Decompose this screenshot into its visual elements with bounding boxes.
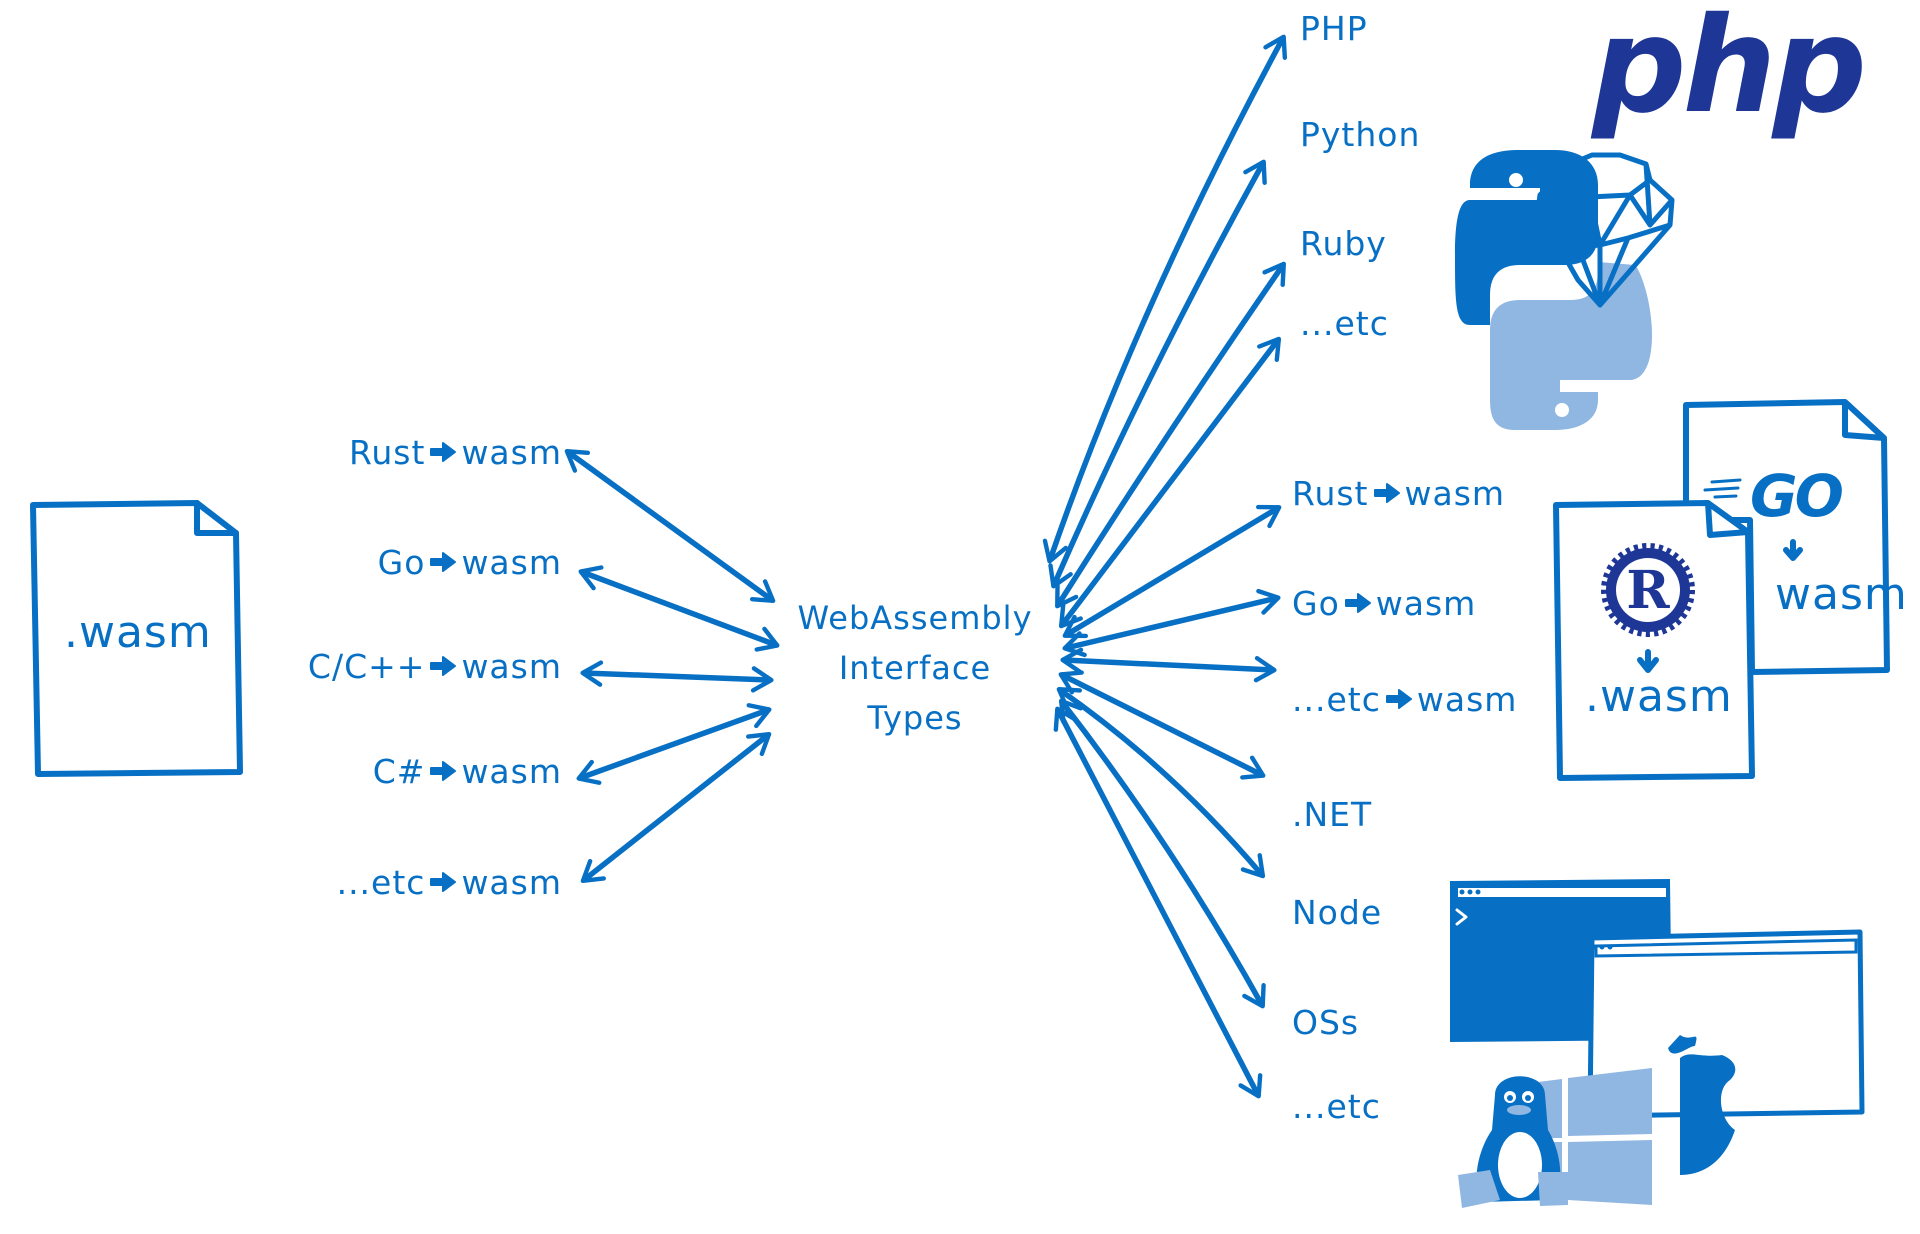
from-lang: Go	[1292, 584, 1340, 623]
hub-label-line: Interface	[838, 649, 992, 687]
to-target: wasm	[1404, 474, 1506, 513]
apple-logo-icon	[1668, 1035, 1736, 1175]
to-target: wasm	[461, 863, 562, 902]
browser-window-icon	[1587, 929, 1865, 1119]
left-source-item: C/C++ wasm	[308, 650, 562, 683]
bidirectional-arrow	[1048, 159, 1267, 589]
source-wasm-file-icon	[30, 500, 243, 777]
left-arrow-group	[564, 448, 780, 884]
bidirectional-arrow	[1062, 504, 1282, 639]
language-label: PHP	[1300, 9, 1368, 48]
right-arrow-icon	[430, 551, 457, 572]
bidirectional-arrow	[578, 565, 780, 652]
right-arrow-group	[1042, 34, 1288, 1099]
right-arrow-icon	[430, 441, 457, 462]
hub-label-line: WebAssembly	[797, 599, 1033, 637]
php-logo-icon: php	[1592, 0, 1867, 143]
source-file-label: .wasm	[64, 607, 212, 658]
right-arrow-icon	[430, 760, 457, 781]
bidirectional-arrow	[1053, 706, 1263, 1099]
language-label: Ruby	[1300, 224, 1387, 263]
language-item: ...etc	[1300, 307, 1389, 340]
left-source-item: ...etc wasm	[337, 866, 562, 899]
runtime-label: .NET	[1292, 795, 1373, 834]
rust-doc-label: .wasm	[1585, 671, 1733, 722]
bidirectional-arrow	[576, 703, 772, 785]
from-lang: Go	[377, 543, 426, 582]
language-label: ...etc	[1300, 304, 1389, 343]
bidirectional-arrow	[1062, 588, 1281, 658]
python-logo-icon	[1455, 150, 1652, 430]
runtime-label: OSs	[1292, 1003, 1360, 1042]
from-lang: ...etc	[1292, 680, 1381, 719]
wasm-module-item: Rust wasm	[1292, 477, 1505, 510]
ruby-gem-icon	[1535, 152, 1675, 308]
to-target: wasm	[1416, 680, 1518, 719]
language-item: Python	[1300, 118, 1420, 151]
to-target: wasm	[461, 752, 562, 791]
to-target: wasm	[1375, 584, 1477, 623]
runtime-label: ...etc	[1292, 1087, 1381, 1126]
bidirectional-arrow	[1058, 670, 1266, 780]
runtime-item: OSs	[1292, 1006, 1359, 1039]
from-lang: Rust	[348, 433, 426, 472]
bidirectional-arrow	[580, 660, 774, 693]
runtime-item: ...etc	[1292, 1090, 1381, 1123]
to-target: wasm	[461, 647, 562, 686]
from-lang: ...etc	[336, 863, 426, 902]
runtime-item: Node	[1292, 896, 1382, 929]
right-arrow-icon	[1385, 688, 1412, 709]
bidirectional-arrow	[1056, 687, 1266, 879]
runtime-label: Node	[1292, 893, 1383, 932]
to-target: wasm	[461, 433, 562, 472]
hub-label-line: Types	[867, 699, 963, 737]
runtime-item: .NET	[1292, 798, 1372, 831]
wasm-module-item: ...etc wasm	[1292, 683, 1517, 716]
rust-logo-icon: R	[1601, 543, 1695, 637]
bidirectional-arrow	[1060, 647, 1277, 683]
go-doc-label: wasm	[1775, 569, 1908, 620]
left-source-item: C# wasm	[373, 755, 562, 788]
from-lang: C#	[372, 752, 426, 791]
language-item: Ruby	[1300, 227, 1387, 260]
hub-label: WebAssembly Interface Types	[790, 593, 1040, 743]
bidirectional-arrow	[1055, 261, 1286, 609]
right-arrow-icon	[1344, 592, 1371, 613]
bidirectional-arrow	[580, 731, 772, 884]
from-lang: Rust	[1292, 474, 1369, 513]
go-logo-icon: GO	[1750, 462, 1844, 530]
language-label: Python	[1300, 115, 1421, 154]
right-arrow-icon	[430, 871, 457, 892]
rust-wasm-file-icon: R	[1553, 500, 1755, 781]
right-arrow-icon	[430, 655, 457, 676]
right-arrow-icon	[1373, 482, 1400, 503]
bidirectional-arrow	[1058, 698, 1266, 1009]
to-target: wasm	[461, 543, 562, 582]
language-item: PHP	[1300, 12, 1368, 45]
left-source-item: Rust wasm	[349, 436, 562, 469]
bidirectional-arrow	[1042, 34, 1288, 564]
linux-tux-icon	[1458, 1076, 1568, 1208]
bidirectional-arrow	[1058, 336, 1282, 629]
svg-text:R: R	[1626, 560, 1670, 621]
from-lang: C/C++	[307, 647, 426, 686]
